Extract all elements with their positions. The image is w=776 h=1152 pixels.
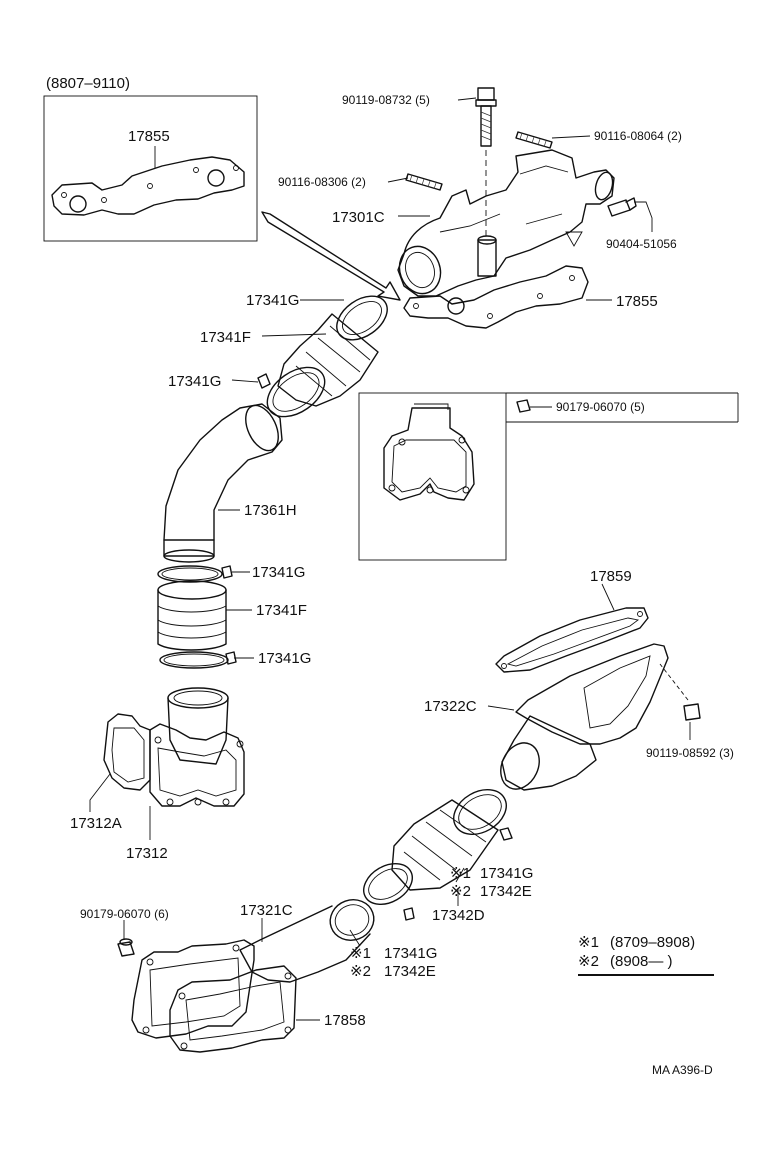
inset-bolt-label: 90179-06070 (5) bbox=[556, 400, 645, 414]
gasket-port bbox=[207, 169, 225, 187]
clamp-17341G bbox=[266, 366, 326, 418]
legend-range-1: (8709–8908) bbox=[610, 934, 695, 951]
flex-17342D bbox=[391, 799, 499, 891]
inset-flange-view: 90179-06070 (5) bbox=[358, 392, 739, 561]
label-17322C: 17322C bbox=[424, 698, 477, 715]
flex-17341F bbox=[277, 313, 379, 407]
lower-flex-joint bbox=[157, 565, 237, 669]
label-90119-08732: 90119-08732 (5) bbox=[342, 93, 430, 107]
bolt-shank bbox=[480, 105, 492, 147]
inset-range-label: (8807–9110) bbox=[46, 75, 130, 92]
legend: ※1 (8709–8908) ※2 (8908— ) bbox=[578, 934, 714, 976]
bolt-90119-08732 bbox=[475, 87, 497, 236]
bolt-head bbox=[477, 87, 495, 101]
gasket-17858 bbox=[169, 965, 297, 1053]
manifold-17312 bbox=[103, 687, 245, 807]
elbow-boss bbox=[477, 239, 497, 277]
manifold-flange bbox=[149, 723, 245, 807]
bolt-hole bbox=[147, 183, 153, 189]
pipe-17361H bbox=[163, 403, 283, 541]
bolt-hole bbox=[61, 192, 67, 198]
nut-icon bbox=[516, 399, 531, 413]
pipe-17321C bbox=[239, 905, 371, 983]
inset-flange bbox=[383, 407, 475, 501]
inset-frame bbox=[43, 95, 258, 242]
legend-mark-2: ※2 bbox=[578, 953, 599, 970]
leader-lines bbox=[89, 97, 691, 1021]
flange-17321C bbox=[131, 939, 255, 1039]
gasket-port bbox=[447, 297, 465, 315]
replacement-arrow bbox=[261, 211, 401, 301]
clamp-17341G bbox=[157, 565, 223, 583]
label-90404-51056: 90404-51056 bbox=[606, 237, 677, 251]
part-labels: 90119-08732 (5) 90116-08064 (2) 90116-08… bbox=[70, 93, 734, 1029]
label-17341G: 17341G bbox=[480, 865, 533, 882]
label-17341G: 17341G bbox=[384, 945, 437, 962]
mark-2: ※2 bbox=[450, 883, 471, 900]
legend-range-2: (8908— ) bbox=[610, 953, 673, 970]
elbow-assembly-17301C bbox=[397, 87, 637, 329]
flange-plate-17322C bbox=[515, 643, 669, 745]
label-17341F: 17341F bbox=[200, 329, 251, 346]
stud-90116-08306 bbox=[405, 173, 443, 191]
label-17341F: 17341F bbox=[256, 602, 307, 619]
legend-mark-1: ※1 bbox=[578, 934, 599, 951]
pipe-17322C bbox=[501, 715, 597, 791]
label-17855: 17855 bbox=[616, 293, 658, 310]
label-17341G: 17341G bbox=[258, 650, 311, 667]
label-17301C: 17301C bbox=[332, 209, 385, 226]
bolt-hole bbox=[101, 197, 107, 203]
mark-2: ※2 bbox=[350, 963, 371, 980]
stud-90116-08064 bbox=[515, 131, 553, 149]
mark-1: ※1 bbox=[450, 865, 471, 882]
pipe-17321C-end bbox=[329, 899, 375, 941]
label-17342E: 17342E bbox=[480, 883, 532, 900]
inset-part-label: 17855 bbox=[128, 128, 170, 145]
clamp-screw bbox=[257, 373, 271, 389]
inset-gasket-17855: (8807–9110) 17855 bbox=[43, 75, 258, 242]
right-flange-assembly bbox=[495, 607, 701, 791]
mark-1: ※1 bbox=[350, 945, 371, 962]
bolt-hole bbox=[233, 165, 239, 171]
clamp-17341G bbox=[363, 863, 413, 905]
inset-frame bbox=[358, 392, 507, 561]
flex-17341F bbox=[157, 589, 227, 651]
label-17859: 17859 bbox=[590, 568, 632, 585]
label-17858: 17858 bbox=[324, 1012, 366, 1029]
gasket-port bbox=[69, 195, 87, 213]
label-17341G: 17341G bbox=[168, 373, 221, 390]
label-17312: 17312 bbox=[126, 845, 168, 862]
clamp-17341G bbox=[159, 651, 229, 669]
label-90116-08064: 90116-08064 (2) bbox=[594, 129, 682, 143]
clamp-17341G bbox=[453, 789, 507, 835]
gasket-17855-inset bbox=[51, 156, 245, 216]
label-90179-06070: 90179-06070 (6) bbox=[80, 907, 169, 921]
sensor-90404-51056 bbox=[607, 197, 637, 217]
elbow-water-outlet bbox=[594, 171, 614, 201]
bolt-flange bbox=[475, 99, 497, 107]
upper-flex-joint bbox=[257, 295, 388, 418]
bolt-hole bbox=[193, 167, 199, 173]
label-17342D: 17342D bbox=[432, 907, 485, 924]
label-17342E: 17342E bbox=[384, 963, 436, 980]
label-17341G: 17341G bbox=[246, 292, 299, 309]
label-90119-08592: 90119-08592 (3) bbox=[646, 746, 734, 760]
diagram-code: MA A396-D bbox=[652, 1063, 713, 1077]
label-17341G: 17341G bbox=[252, 564, 305, 581]
label-17321C: 17321C bbox=[240, 902, 293, 919]
pipe-lower-end bbox=[163, 539, 215, 557]
bottom-pipe-assembly bbox=[117, 899, 375, 1053]
elbow-17301C bbox=[397, 149, 615, 297]
nut-90179-06070 bbox=[117, 938, 135, 957]
bolt-90119-08592 bbox=[659, 663, 701, 721]
gasket-17859 bbox=[495, 607, 649, 673]
label-17312A: 17312A bbox=[70, 815, 122, 832]
bottom-flex-joint bbox=[363, 789, 513, 921]
elbow-inlet bbox=[398, 245, 442, 295]
label-90116-08306: 90116-08306 (2) bbox=[278, 175, 366, 189]
label-17361H: 17361H bbox=[244, 502, 297, 519]
